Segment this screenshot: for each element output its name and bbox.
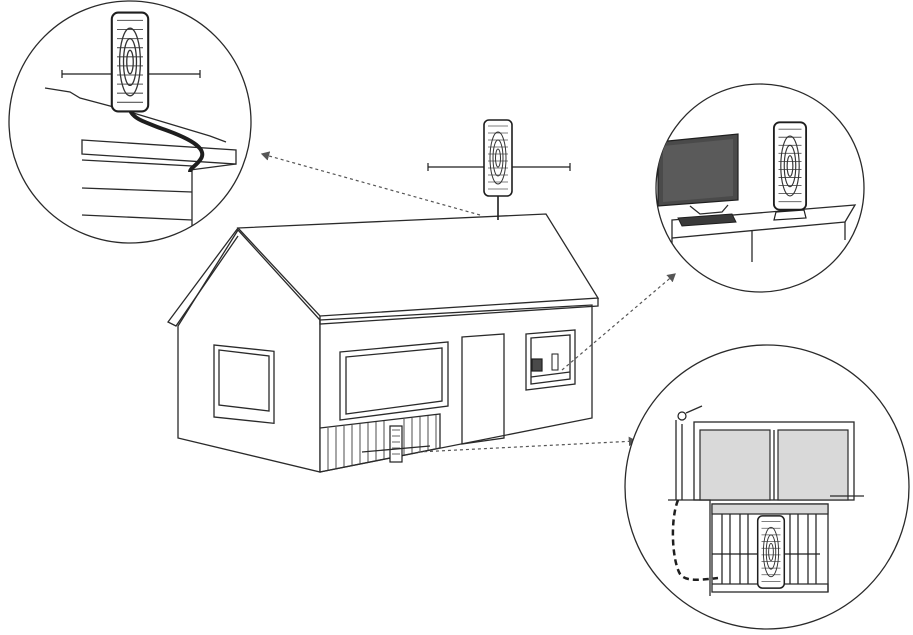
arrow-to-indoor-callout — [561, 273, 676, 371]
house — [167, 213, 600, 473]
attic-antenna-icon — [624, 344, 910, 630]
arrow-to-attic-callout — [417, 436, 638, 453]
tv-and-indoor-antenna-icon — [655, 83, 865, 293]
rooftop-antenna — [427, 119, 571, 220]
arrow-to-roof-callout — [260, 151, 481, 216]
rooftop-antenna-icon — [8, 0, 252, 244]
